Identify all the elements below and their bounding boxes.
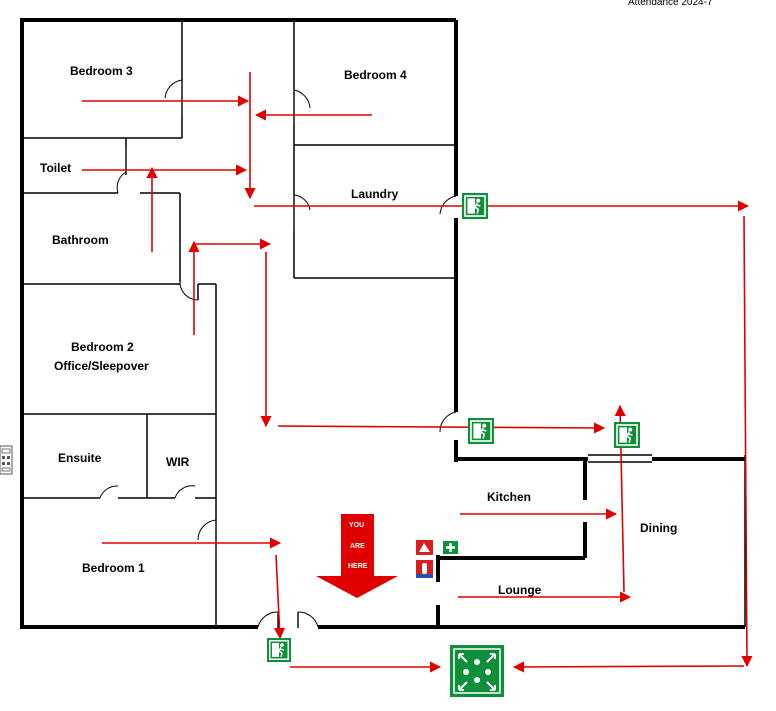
room-label-bedroom-2: Bedroom 2 <box>71 340 134 354</box>
room-label-ensuite: Ensuite <box>58 451 102 465</box>
corner-text: Attendance 2024-7 <box>628 0 713 8</box>
control-panel-icon <box>0 445 13 475</box>
assembly-point-icon <box>450 645 504 697</box>
fire-extinguisher-icon <box>416 560 433 578</box>
room-label-wir: WIR <box>166 455 190 469</box>
room-label-bedroom-3: Bedroom 3 <box>70 64 133 78</box>
first-aid-icon <box>443 541 458 554</box>
you-are-here-marker: YOU ARE HERE <box>316 514 398 598</box>
room-label-toilet: Toilet <box>40 161 71 175</box>
room-label-bedroom-4: Bedroom 4 <box>344 68 407 82</box>
room-labels: Bedroom 3 Bedroom 4 Toilet Laundry Bathr… <box>40 64 677 597</box>
room-label-office: Office/Sleepover <box>54 359 149 373</box>
fire-blanket-icon <box>416 540 433 555</box>
you-are-here-line-1: YOU <box>349 522 364 529</box>
room-label-bathroom: Bathroom <box>52 233 109 247</box>
emergency-exit-icon <box>468 418 494 444</box>
room-label-dining: Dining <box>640 521 677 535</box>
room-label-lounge: Lounge <box>498 583 542 597</box>
doors <box>99 79 457 628</box>
room-label-laundry: Laundry <box>351 187 399 201</box>
room-label-bedroom-1: Bedroom 1 <box>82 561 145 575</box>
walls <box>20 18 746 629</box>
you-are-here-line-3: HERE <box>348 563 368 570</box>
evacuation-routes <box>82 72 753 673</box>
emergency-exit-icon <box>614 422 640 448</box>
you-are-here-line-2: ARE <box>350 543 365 550</box>
emergency-exit-icon <box>462 193 488 219</box>
room-label-kitchen: Kitchen <box>487 490 531 504</box>
emergency-exit-icon <box>267 638 291 662</box>
